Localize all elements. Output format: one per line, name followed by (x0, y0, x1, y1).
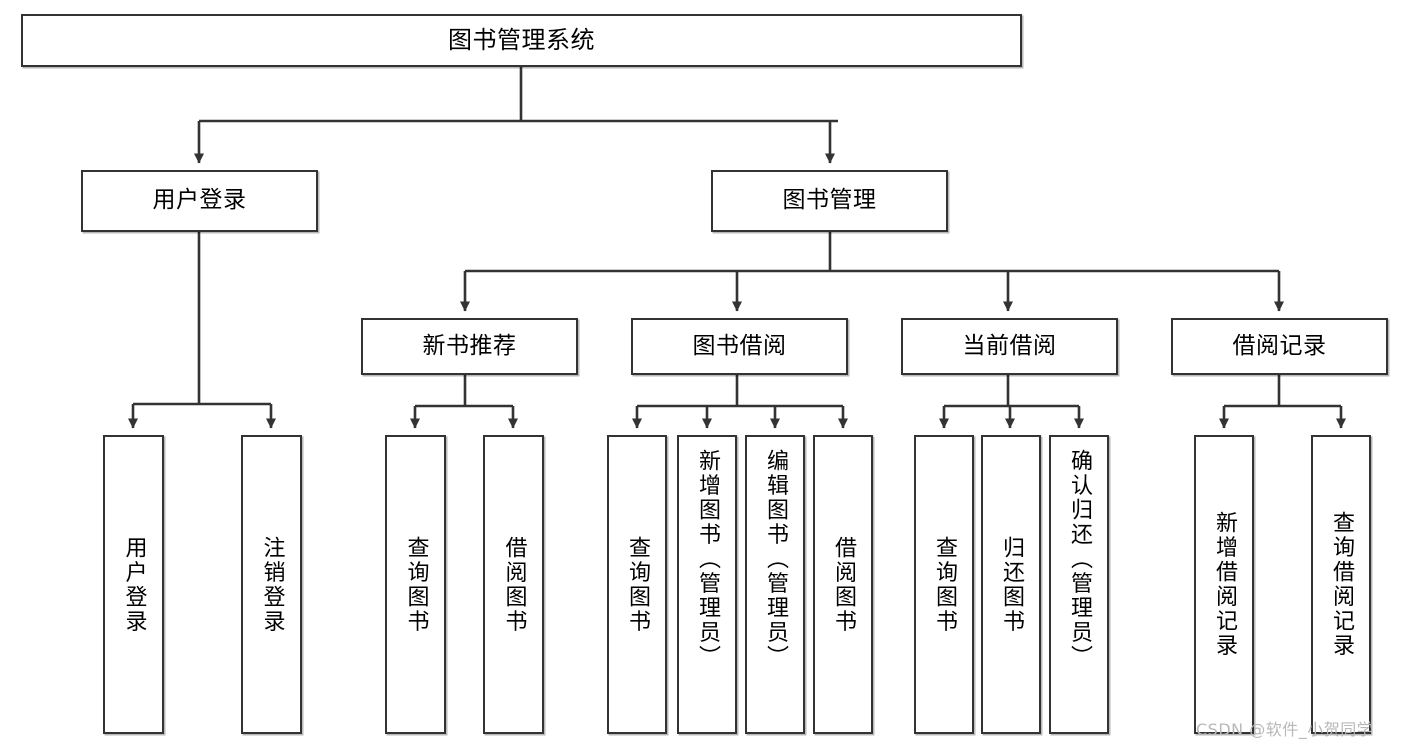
node-borrow-record[interactable]: 借阅记录 (1171, 318, 1388, 375)
leaf-borrow-book-borrow[interactable]: 借阅图书 (813, 435, 873, 734)
node-user-login[interactable]: 用户登录 (81, 170, 318, 232)
node-label: 用户登录 (152, 187, 247, 214)
node-label: 确认归还（管理员） (1067, 449, 1092, 670)
leaf-query-book-new-recommend[interactable]: 查询图书 (385, 435, 446, 734)
node-label: 编辑图书（管理员） (763, 449, 788, 670)
leaf-return-book[interactable]: 归还图书 (981, 435, 1041, 734)
leaf-logout-login[interactable]: 注销登录 (241, 435, 302, 734)
leaf-query-borrow-record[interactable]: 查询借阅记录 (1311, 435, 1371, 734)
leaf-query-book-current[interactable]: 查询图书 (914, 435, 974, 734)
leaf-user-login[interactable]: 用户登录 (103, 435, 164, 734)
node-root-book-management-system[interactable]: 图书管理系统 (21, 14, 1022, 67)
node-label: 注销登录 (259, 535, 285, 634)
node-label: 图书管理系统 (448, 26, 595, 55)
node-label: 用户登录 (121, 535, 147, 634)
leaf-confirm-return-admin[interactable]: 确认归还（管理员） (1049, 435, 1109, 734)
node-label: 查询图书 (932, 535, 957, 634)
leaf-add-book-admin[interactable]: 新增图书（管理员） (677, 435, 737, 734)
node-label: 借阅记录 (1232, 332, 1327, 359)
leaf-add-borrow-record[interactable]: 新增借阅记录 (1194, 435, 1254, 734)
node-label: 查询借阅记录 (1329, 511, 1354, 658)
node-label: 查询图书 (403, 535, 429, 634)
node-label: 新增借阅记录 (1212, 511, 1237, 658)
leaf-query-book-borrow[interactable]: 查询图书 (607, 435, 667, 734)
node-label: 借阅图书 (831, 535, 856, 634)
node-label: 图书借阅 (692, 332, 787, 359)
node-current-borrow[interactable]: 当前借阅 (901, 318, 1118, 375)
node-label: 查询图书 (625, 535, 650, 634)
node-book-manage[interactable]: 图书管理 (711, 170, 948, 232)
leaf-borrow-book-new-recommend[interactable]: 借阅图书 (483, 435, 544, 734)
node-label: 当前借阅 (962, 332, 1057, 359)
node-label: 新增图书（管理员） (695, 449, 720, 670)
watermark-csdn: CSDN @软件_小贺同学 (1196, 720, 1374, 739)
node-label: 图书管理 (782, 187, 877, 214)
node-label: 新书推荐 (422, 332, 517, 359)
node-book-borrow[interactable]: 图书借阅 (631, 318, 848, 375)
node-label: 借阅图书 (501, 535, 527, 634)
node-label: 归还图书 (999, 535, 1024, 634)
leaf-edit-book-admin[interactable]: 编辑图书（管理员） (745, 435, 805, 734)
node-new-book-recommend[interactable]: 新书推荐 (361, 318, 578, 375)
